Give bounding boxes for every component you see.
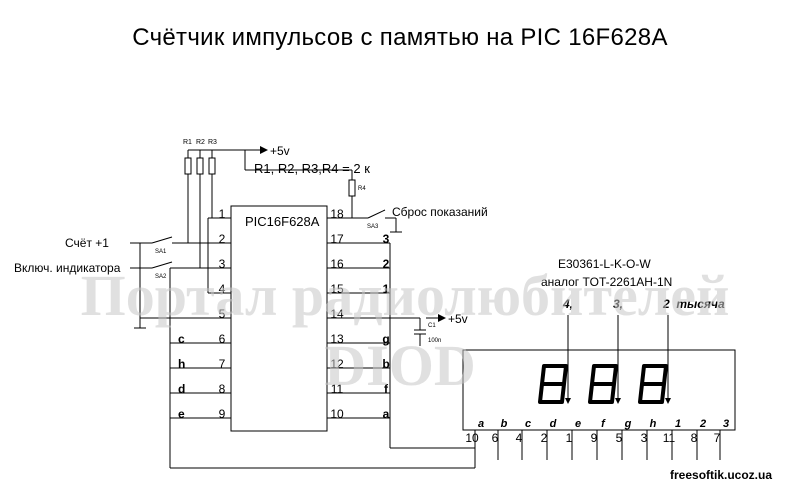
display-digit-3 bbox=[588, 364, 618, 404]
chip-pin-right-12: 12 bbox=[330, 357, 344, 371]
chip-seg-right-f: f bbox=[384, 382, 389, 396]
chip-pin-right-10: 10 bbox=[330, 407, 344, 421]
display-seg-b: b bbox=[501, 418, 508, 430]
display-seg-g: g bbox=[624, 418, 632, 430]
chip-pin-right-11: 11 bbox=[331, 382, 344, 396]
chip-pin-left-6: 6 bbox=[219, 332, 226, 346]
display-seg-d: d bbox=[550, 418, 557, 430]
chip-seg-left-e: e bbox=[178, 407, 185, 421]
label-r1: R1 bbox=[183, 139, 192, 146]
chip-pin-right-16: 16 bbox=[330, 257, 344, 271]
label-sa2: SA2 bbox=[155, 274, 167, 280]
watermark-line2: DIOD bbox=[324, 333, 476, 398]
chip-seg-right-g: g bbox=[382, 332, 389, 346]
display-pin-4: 4 bbox=[516, 431, 523, 445]
chip-seg-right-2: 2 bbox=[383, 257, 390, 271]
chip-seg-right-1: 1 bbox=[383, 282, 390, 296]
display-seg-a: a bbox=[478, 418, 484, 430]
resistor-note: R1, R2, R3,R4 = 2 к bbox=[254, 161, 370, 176]
label-count: Счёт +1 bbox=[65, 236, 109, 250]
display-seg-e: e bbox=[575, 418, 581, 430]
chip-pin-right-18: 18 bbox=[330, 207, 344, 221]
chip-pin-left-8: 8 bbox=[219, 382, 226, 396]
digit-label-3: 3, bbox=[613, 297, 623, 311]
display-pin-2: 2 bbox=[541, 431, 548, 445]
display-pin-1: 1 bbox=[566, 431, 573, 445]
display-seg-3: 3 bbox=[723, 418, 729, 430]
display-body bbox=[462, 349, 736, 431]
label-sa3: SA3 bbox=[367, 224, 379, 230]
chip-name: PIC16F628A bbox=[245, 214, 320, 229]
display-seg-c: c bbox=[525, 418, 531, 430]
label-r2: R2 bbox=[196, 139, 205, 146]
chip-pin-left-2: 2 bbox=[219, 232, 226, 246]
display-seg-2: 2 bbox=[699, 418, 706, 430]
cap-name: C1 bbox=[428, 323, 436, 329]
site-link[interactable]: freesoftik.ucoz.ua bbox=[670, 468, 773, 482]
chip-pin-left-7: 7 bbox=[219, 357, 226, 371]
chip-seg-right-a: a bbox=[383, 407, 390, 421]
display-pin-10: 10 bbox=[465, 431, 479, 445]
display-analog: аналог TOT-2261AH-1N bbox=[541, 275, 672, 289]
display-seg-h: h bbox=[650, 418, 657, 430]
chip-pin-left-9: 9 bbox=[219, 407, 226, 421]
chip-seg-left-h: h bbox=[178, 357, 185, 371]
display-pin-3: 3 bbox=[641, 431, 648, 445]
chip-pin-right-17: 17 bbox=[330, 232, 344, 246]
display-seg-f: f bbox=[601, 418, 606, 430]
resistor-r4 bbox=[348, 179, 356, 197]
chip-pin-left-5: 5 bbox=[219, 307, 226, 321]
label-indicator: Включ. индикатора bbox=[14, 261, 121, 275]
watermark-line1: Портал радиолюбителей bbox=[80, 263, 730, 328]
chip-seg-left-d: d bbox=[178, 382, 185, 396]
label-r3: R3 bbox=[208, 139, 217, 146]
display-pin-11: 11 bbox=[663, 431, 676, 445]
page-title: Счётчик импульсов с памятью на PIC 16F62… bbox=[132, 24, 668, 51]
digit-label-4: 4, bbox=[562, 297, 573, 311]
resistor-r2 bbox=[196, 157, 204, 175]
display-pin-9: 9 bbox=[591, 431, 598, 445]
resistor-r3 bbox=[208, 157, 216, 175]
cap-value: 100n bbox=[428, 338, 441, 344]
chip-pin-right-14: 14 bbox=[330, 307, 344, 321]
chip-pin-right-15: 15 bbox=[330, 282, 344, 296]
chip-pin-left-4: 4 bbox=[219, 282, 226, 296]
chip-pin-left-3: 3 bbox=[219, 257, 226, 271]
digit-label-2: 2 тысяча bbox=[662, 297, 725, 311]
supply-cap: +5v bbox=[448, 312, 468, 326]
display-digit-2 bbox=[638, 364, 668, 404]
label-reset: Сброс показаний bbox=[392, 205, 488, 219]
chip-seg-left-c: c bbox=[178, 332, 185, 346]
display-model: E30361-L-K-O-W bbox=[558, 257, 651, 271]
display-pin-6: 6 bbox=[492, 431, 499, 445]
chip-seg-right-b: b bbox=[382, 357, 389, 371]
chip-seg-right-3: 3 bbox=[383, 232, 390, 246]
chip-pin-right-13: 13 bbox=[330, 332, 344, 346]
display-pin-8: 8 bbox=[691, 431, 698, 445]
label-sa1: SA1 bbox=[155, 249, 167, 255]
display-pin-7: 7 bbox=[714, 431, 721, 445]
display-seg-1: 1 bbox=[675, 418, 681, 430]
display-pin-5: 5 bbox=[616, 431, 623, 445]
supply-top: +5v bbox=[270, 144, 290, 158]
chip-pin-left-1: 1 bbox=[219, 207, 226, 221]
resistor-r1 bbox=[184, 157, 192, 175]
display-digit-4 bbox=[538, 364, 568, 404]
label-r4: R4 bbox=[358, 186, 366, 192]
